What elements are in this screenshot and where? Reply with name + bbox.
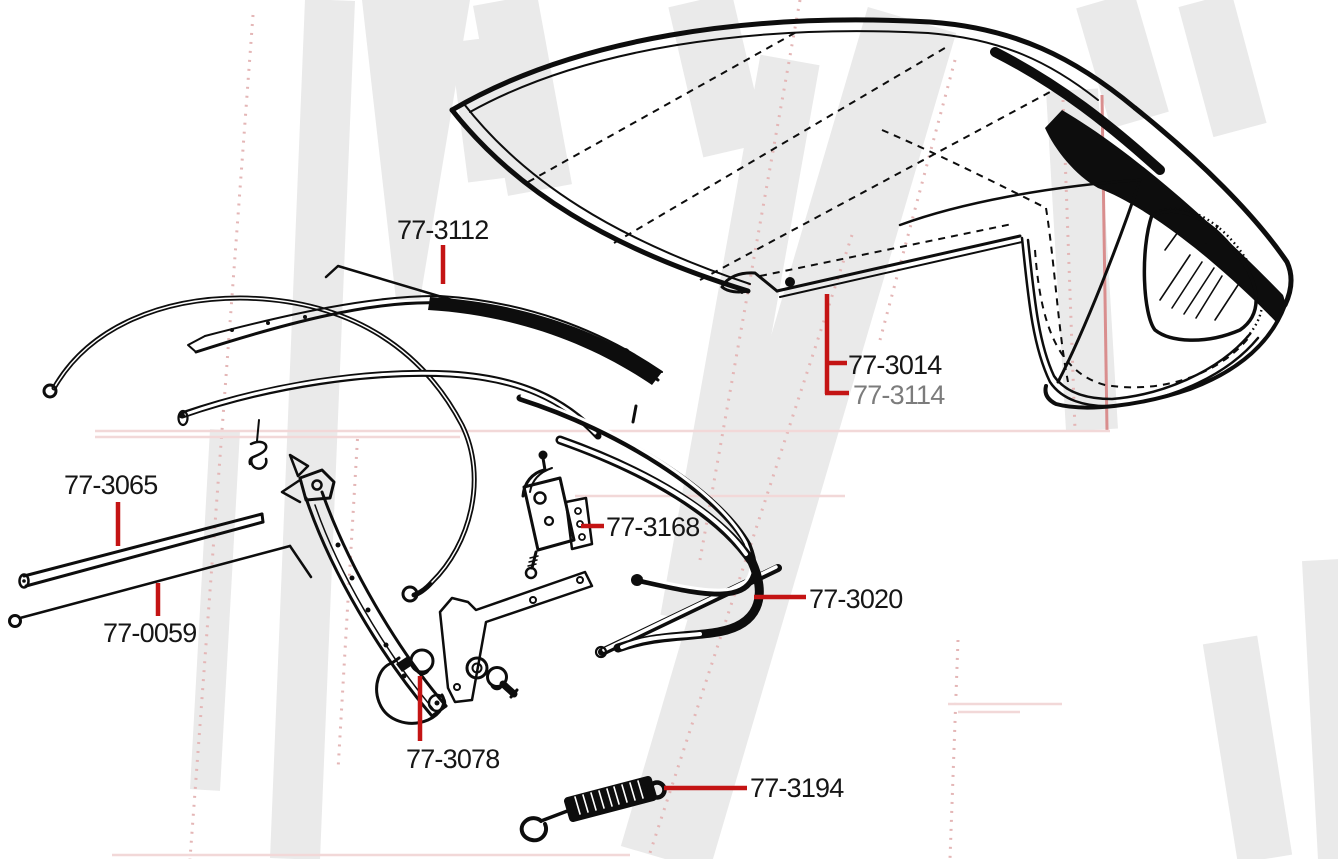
part-label-77-0059: 77-0059 bbox=[103, 618, 197, 648]
support-tube-77-3065 bbox=[18, 512, 265, 589]
rear-seal-77-3020 bbox=[555, 435, 764, 653]
part-label-77-3114: 77-3114 bbox=[853, 380, 945, 410]
part-label-77-3112: 77-3112 bbox=[397, 215, 488, 245]
washer bbox=[465, 656, 489, 680]
side-bow-rail bbox=[42, 295, 477, 603]
l-bracket-arm bbox=[438, 570, 594, 704]
bolt-77-3078 bbox=[396, 648, 435, 676]
part-label-77-3194: 77-3194 bbox=[750, 773, 844, 803]
seam-lines bbox=[527, 29, 1051, 281]
rear-pillar-shadow bbox=[1045, 110, 1285, 322]
part-labels: 77-3112 77-3014 77-3114 77-3065 77-0059 … bbox=[64, 215, 946, 803]
part-label-77-3078: 77-3078 bbox=[406, 744, 500, 774]
lower-channel-strip bbox=[177, 369, 602, 440]
hold-down-clip bbox=[248, 419, 268, 470]
leader-77-3014-77-3114 bbox=[824, 294, 849, 396]
spring-coil-hatch bbox=[574, 780, 644, 815]
window-glass-hatch bbox=[1159, 225, 1239, 321]
part-label-77-3014: 77-3014 bbox=[848, 350, 942, 380]
fastener-dot bbox=[785, 277, 795, 287]
soft-top-canvas bbox=[449, 17, 1294, 410]
part-label-77-3020: 77-3020 bbox=[809, 584, 903, 614]
rear-window bbox=[1142, 207, 1258, 342]
part-label-77-3065: 77-3065 bbox=[64, 470, 158, 500]
part-label-77-3168: 77-3168 bbox=[606, 512, 700, 542]
watermark bbox=[95, 0, 1338, 859]
j-hook-strap bbox=[375, 656, 447, 725]
latch-assembly bbox=[521, 450, 594, 580]
leader-lines bbox=[115, 245, 849, 791]
screw bbox=[486, 666, 519, 699]
b-pillar-strut bbox=[280, 453, 448, 718]
header-rail-strip bbox=[187, 294, 663, 385]
tie-rod-77-0059 bbox=[8, 544, 313, 628]
